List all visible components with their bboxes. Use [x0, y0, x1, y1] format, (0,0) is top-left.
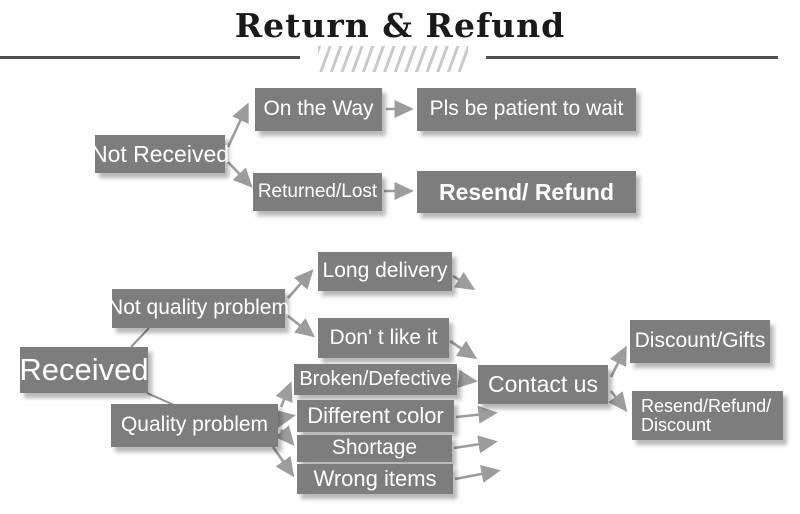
node-resend-refund-discount: Resend/Refund/ Discount	[632, 391, 783, 440]
node-resend-refund-discount-line2: Discount	[641, 414, 712, 435]
node-resend-refund: Resend/ Refund	[417, 171, 636, 213]
node-wrong-items: Wrong items	[297, 464, 453, 494]
node-dont-like-it: Don' t like it	[318, 318, 449, 358]
node-received: Received	[19, 347, 149, 393]
node-different-color: Different color	[297, 400, 454, 432]
node-contact-us: Contact us	[478, 365, 608, 404]
node-pls-be-patient: Pls be patient to wait	[417, 88, 636, 131]
title-rule-left	[0, 56, 300, 59]
page-title: Return & Refund	[234, 6, 566, 45]
node-not-quality-problem: Not quality problem	[108, 289, 289, 328]
node-shortage: Shortage	[297, 435, 452, 462]
node-broken-defective: Broken/Defective	[294, 364, 457, 395]
node-resend-refund-discount-line1: Resend/Refund/	[641, 395, 772, 416]
title-rule-right	[486, 56, 778, 59]
node-not-received: Not Received	[91, 135, 229, 173]
node-long-delivery: Long delivery	[318, 252, 452, 291]
node-discount-gifts: Discount/Gifts	[630, 320, 770, 363]
node-returned-lost: Returned/Lost	[253, 173, 382, 211]
node-on-the-way: On the Way	[255, 88, 382, 131]
hatch-decoration	[318, 46, 468, 72]
node-quality-problem: Quality problem	[111, 404, 278, 447]
